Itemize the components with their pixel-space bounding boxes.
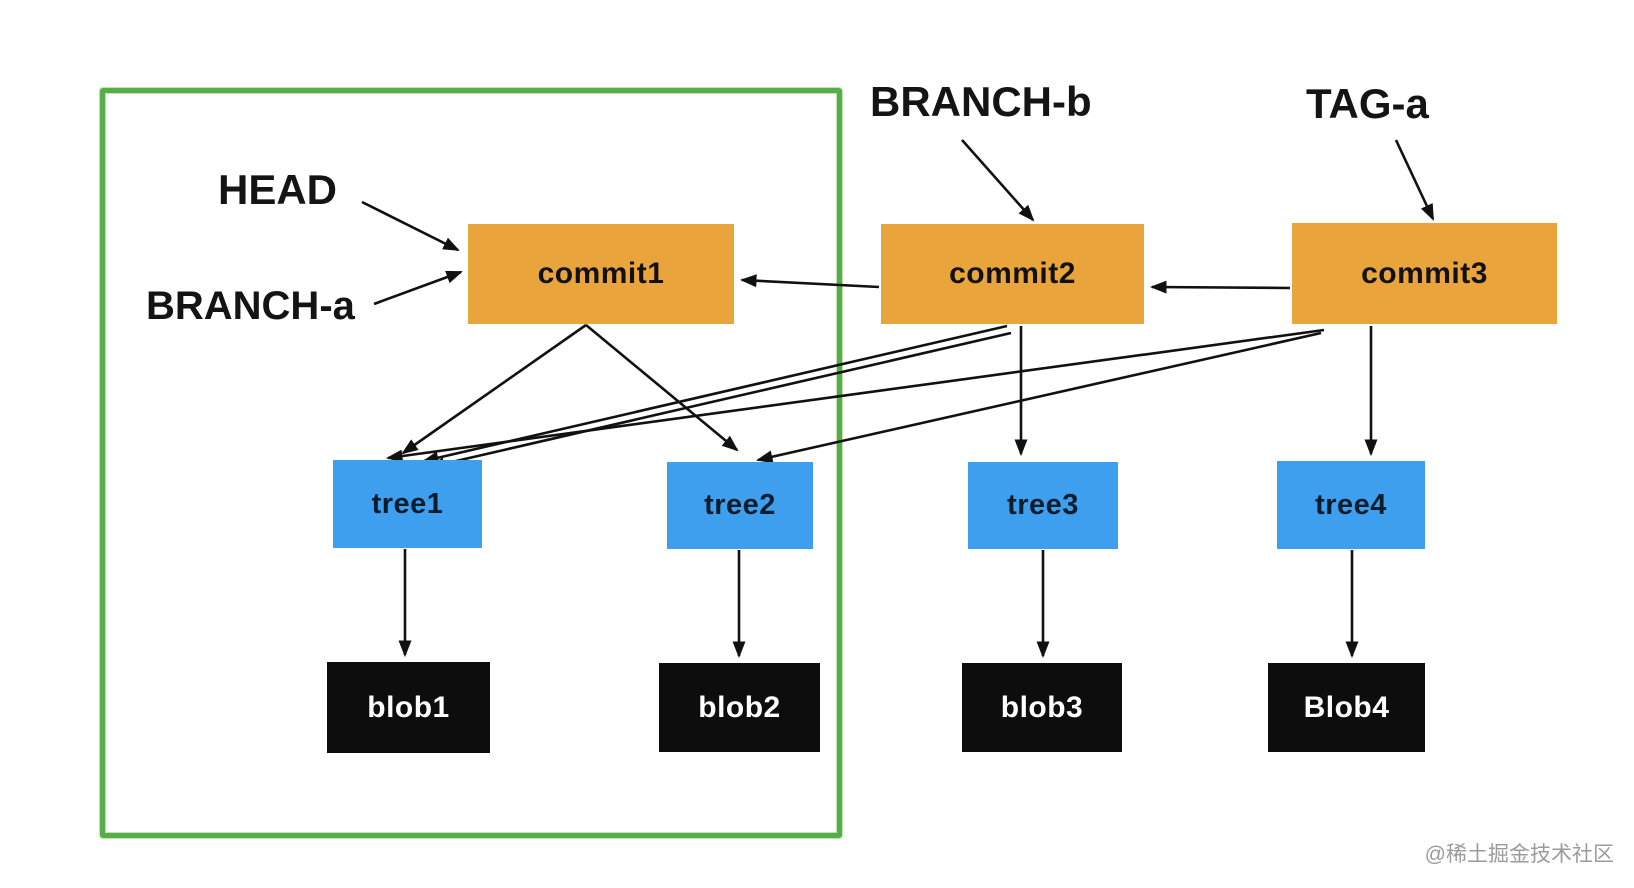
node-tree4: tree4 — [1277, 461, 1425, 549]
ref-label-tag-a: TAG-a — [1306, 80, 1429, 127]
edge-commit1-tree2 — [585, 323, 739, 452]
node-tree2: tree2 — [667, 462, 813, 549]
node-tree3: tree3 — [968, 462, 1118, 549]
ref-label-head: HEAD — [218, 166, 338, 213]
node-blob4: Blob4 — [1268, 663, 1425, 752]
node-blob3: blob3 — [962, 663, 1122, 752]
edge-commit2-tree1-b — [427, 331, 1012, 471]
node-commit1: commit1 — [468, 224, 734, 324]
edge-commit2-commit1 — [739, 274, 880, 289]
ref-label-branch-a: BRANCH-a — [146, 284, 355, 328]
repo-boundary-frame — [100, 88, 842, 838]
edge-branch-b-commit2 — [961, 139, 1035, 222]
node-commit2: commit2 — [881, 224, 1144, 324]
ref-label-branch-b: BRANCH-b — [870, 78, 1092, 125]
node-blob2: blob2 — [659, 663, 820, 752]
watermark: @稀土掘金技术社区 — [1424, 843, 1614, 866]
edge-commit3-tree1 — [385, 328, 1325, 463]
edge-head-commit1 — [361, 200, 460, 252]
edge-commit3-commit2 — [1149, 280, 1291, 294]
edge-tag-a-commit3 — [1394, 139, 1435, 221]
node-blob1: blob1 — [327, 662, 490, 753]
edge-commit3-tree2 — [755, 331, 1322, 464]
edge-commit1-tree1 — [401, 323, 587, 455]
edge-branch-a-commit1 — [373, 270, 463, 306]
node-tree1: tree1 — [333, 460, 482, 548]
node-commit3: commit3 — [1292, 223, 1557, 324]
